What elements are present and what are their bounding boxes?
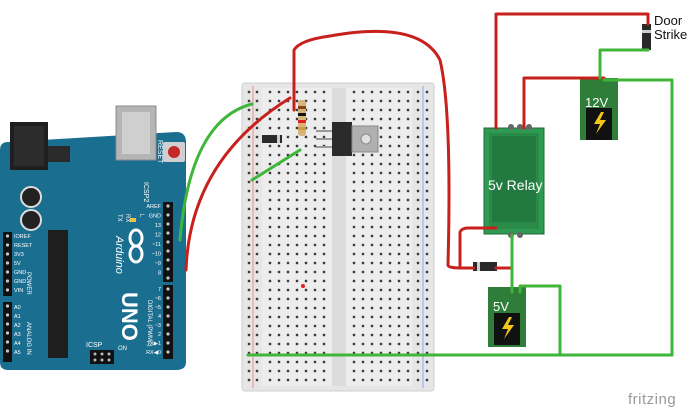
icsp2-text: ICSP2 <box>142 182 149 202</box>
analog-pin-label: A3 <box>14 332 21 338</box>
digital-header-text: DIGITAL (PWM~) <box>146 300 152 347</box>
rx-text: RX <box>124 214 130 222</box>
lightning-icon <box>594 112 606 134</box>
digital-pin-label: ~10 <box>152 252 161 258</box>
power-header-text: POWER <box>25 272 31 295</box>
digital-pin-label: 4 <box>158 314 161 320</box>
digital-pin-label: 12 <box>155 233 161 239</box>
analog-pin-label: A5 <box>14 350 21 356</box>
power-pin-label: VIN <box>14 288 23 294</box>
microcontroller-chip <box>48 230 68 358</box>
jack-5v-label: 5V <box>493 299 509 314</box>
digital-pin-label: 13 <box>155 223 161 229</box>
capacitor-icon <box>20 186 42 208</box>
arduino-brand-text: Arduino <box>113 235 125 274</box>
power-pin-label: 3V3 <box>14 252 24 258</box>
power-jack-12v <box>580 78 618 140</box>
relay-module <box>483 124 545 238</box>
door-strike-label: Door Strike <box>654 14 687 41</box>
power-jack-5v <box>488 287 526 347</box>
power-pin-label: 5V <box>14 261 21 267</box>
icsp-text: ICSP <box>86 342 103 349</box>
door-strike-line2: Strike <box>654 26 688 42</box>
power-pin-label: GND <box>14 279 26 285</box>
analog-pin-label: A4 <box>14 341 21 347</box>
power-pin-label: IOREF <box>14 234 31 240</box>
digital-pin-label: ~11 <box>152 242 161 248</box>
digital-pin-label: GND <box>149 214 161 220</box>
transistor-icon <box>316 122 379 156</box>
icsp-header <box>90 350 114 364</box>
digital-pin-label: ~3 <box>155 323 161 329</box>
arduino-logo-icon <box>128 228 144 264</box>
red-wires <box>184 12 650 294</box>
capacitor-icon <box>20 209 42 231</box>
arduino-uno-board: Arduino UNO RESET ICSP2 TX RX L ICSP ON … <box>0 105 186 370</box>
door-strike-line1: Door <box>654 13 683 28</box>
power-pin-label: RESET <box>14 243 33 249</box>
digital-pin-label: TX▶1 <box>147 341 161 347</box>
green-wires <box>178 48 674 357</box>
breadboard <box>241 82 435 392</box>
digital-pin-label: AREF <box>146 204 161 210</box>
on-text: ON <box>118 346 127 352</box>
analog-pin-label: A0 <box>14 305 21 311</box>
analog-pin-label: A1 <box>14 314 21 320</box>
analog-pin-label: A2 <box>14 323 21 329</box>
lightning-icon <box>502 317 514 339</box>
analog-header-text: ANALOG IN <box>25 322 31 355</box>
digital-pin-label: RX◀0 <box>146 350 161 356</box>
diode-breadboard-icon <box>262 135 282 143</box>
digital-pin-label: ~5 <box>155 305 161 311</box>
arduino-model-text: UNO <box>117 292 142 341</box>
resistor-icon <box>298 100 306 136</box>
digital-pin-label: 8 <box>158 271 161 277</box>
diode-relay-icon <box>473 262 497 271</box>
power-pin-label: GND <box>14 270 26 276</box>
l-text: L <box>138 214 144 218</box>
diode-door-icon <box>642 24 651 50</box>
digital-pin-label: ~9 <box>155 261 161 267</box>
digital-pin-label: 2 <box>158 332 161 338</box>
relay-label: 5v Relay <box>488 177 543 193</box>
jack-12v-label: 12V <box>585 95 609 110</box>
reset-text: RESET <box>156 140 163 164</box>
fritzing-brand: fritzing <box>628 391 677 408</box>
digital-pin-label: 7 <box>158 287 161 293</box>
digital-pin-label: ~6 <box>155 296 161 302</box>
tx-text: TX <box>116 214 122 222</box>
